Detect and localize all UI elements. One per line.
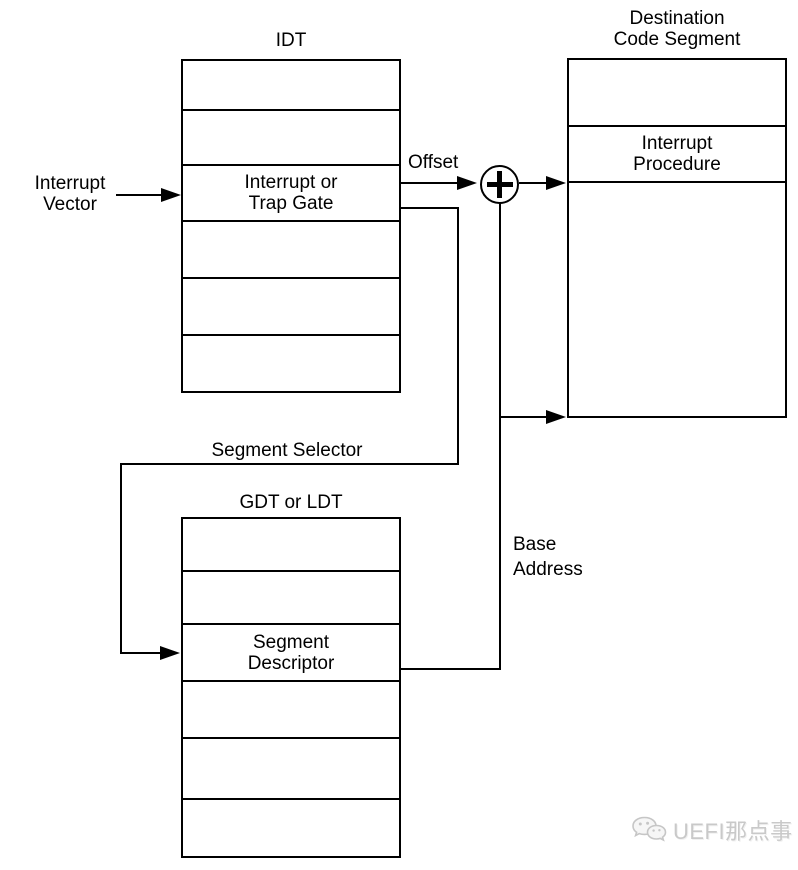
arrowhead-icon bbox=[160, 646, 180, 660]
interrupt-procedure-row: Interrupt Procedure bbox=[569, 127, 785, 183]
table-row bbox=[183, 800, 399, 856]
watermark-label: UEFI那点事 bbox=[673, 819, 793, 844]
base-address-label: Base Address bbox=[513, 532, 583, 582]
table-row bbox=[183, 111, 399, 166]
wechat-icon bbox=[630, 814, 668, 846]
connector-line bbox=[500, 416, 546, 418]
segment-selector-label: Segment Selector bbox=[211, 440, 363, 461]
arrowhead-icon bbox=[546, 410, 566, 424]
arrowhead-icon bbox=[546, 176, 566, 190]
destination-title-line2: Code Segment bbox=[613, 29, 741, 50]
segment-descriptor-line2: Descriptor bbox=[247, 652, 335, 674]
table-row bbox=[183, 222, 399, 279]
segment-selector-line bbox=[120, 463, 122, 654]
table-row bbox=[183, 682, 399, 739]
segment-descriptor-line1: Segment bbox=[252, 631, 330, 653]
interrupt-procedure-line2: Procedure bbox=[633, 154, 721, 175]
gdt-title: GDT or LDT bbox=[239, 492, 343, 513]
connector-line bbox=[519, 182, 547, 184]
offset-label: Offset bbox=[408, 152, 459, 173]
segment-selector-line bbox=[120, 652, 160, 654]
table-row bbox=[183, 279, 399, 336]
watermark: UEFI那点事 bbox=[630, 814, 793, 846]
idt-gate-label-line2: Trap Gate bbox=[248, 193, 334, 214]
gdt-ldt-table: Segment Descriptor bbox=[181, 517, 401, 858]
segment-selector-line bbox=[457, 207, 459, 465]
idt-gate-row: Interrupt or Trap Gate bbox=[183, 166, 399, 222]
idt-gate-label-line1: Interrupt or bbox=[244, 172, 338, 193]
interrupt-vector-line2: Vector bbox=[43, 194, 97, 215]
idt-table: Interrupt or Trap Gate bbox=[181, 59, 401, 393]
interrupt-procedure-line1: Interrupt bbox=[641, 133, 713, 154]
base-address-line2: Address bbox=[513, 559, 583, 580]
idt-title: IDT bbox=[275, 30, 307, 51]
destination-code-segment-table: Interrupt Procedure bbox=[567, 58, 787, 418]
segment-selector-line bbox=[401, 207, 459, 209]
segment-descriptor-row: Segment Descriptor bbox=[183, 625, 399, 682]
base-address-line bbox=[499, 203, 501, 670]
table-row bbox=[569, 60, 785, 127]
connector-line bbox=[116, 194, 162, 196]
table-row bbox=[569, 183, 785, 416]
plus-icon bbox=[497, 171, 502, 198]
arrowhead-icon bbox=[457, 176, 477, 190]
base-address-line1: Base bbox=[513, 534, 557, 555]
table-row bbox=[183, 61, 399, 111]
interrupt-vector-line1: Interrupt bbox=[34, 173, 106, 194]
connector-line bbox=[401, 182, 457, 184]
destination-title: Destination Code Segment bbox=[567, 8, 787, 50]
table-row bbox=[183, 572, 399, 625]
connector-line bbox=[401, 668, 501, 670]
segment-selector-line bbox=[120, 463, 459, 465]
arrowhead-icon bbox=[161, 188, 181, 202]
interrupt-vector-label: Interrupt Vector bbox=[15, 173, 125, 215]
table-row bbox=[183, 739, 399, 800]
destination-title-line1: Destination bbox=[629, 8, 725, 29]
table-row bbox=[183, 336, 399, 391]
table-row bbox=[183, 519, 399, 572]
